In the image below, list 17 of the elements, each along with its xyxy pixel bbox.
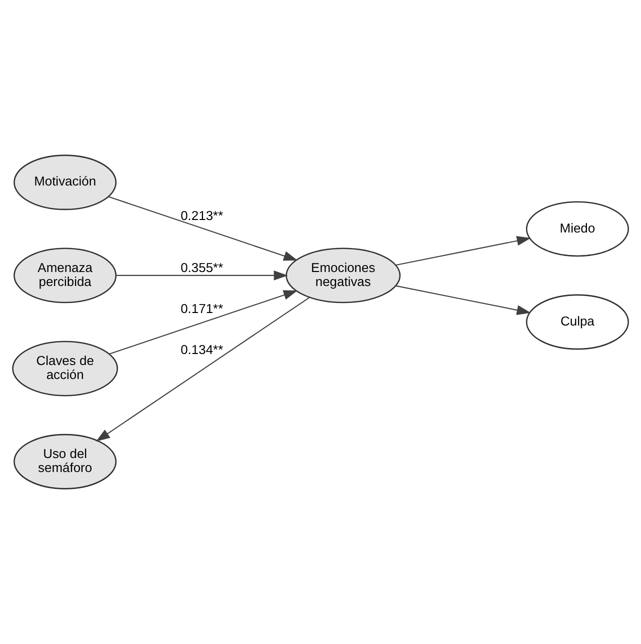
node-ellipse: Emociones negativas bbox=[286, 248, 401, 304]
edge-label: 0.171** bbox=[180, 300, 224, 316]
node-ellipse: Claves de acción bbox=[12, 340, 118, 396]
arrow bbox=[108, 196, 298, 261]
arrow bbox=[396, 236, 531, 266]
arrow bbox=[109, 290, 298, 354]
edge-label: 0.355** bbox=[180, 260, 224, 275]
arrow bbox=[96, 297, 310, 442]
node-ellipse: Amenaza percibida bbox=[14, 248, 117, 304]
node-ellipse: Culpa bbox=[526, 294, 629, 350]
arrow bbox=[396, 285, 531, 315]
node-ellipse: Miedo bbox=[526, 201, 629, 257]
node-ellipse: Uso del semáforo bbox=[14, 434, 117, 490]
edge-label: 0.213** bbox=[180, 208, 224, 223]
arrow bbox=[116, 270, 288, 280]
edge-label: 0.134** bbox=[180, 342, 224, 358]
node-ellipse: Motivación bbox=[14, 154, 117, 210]
